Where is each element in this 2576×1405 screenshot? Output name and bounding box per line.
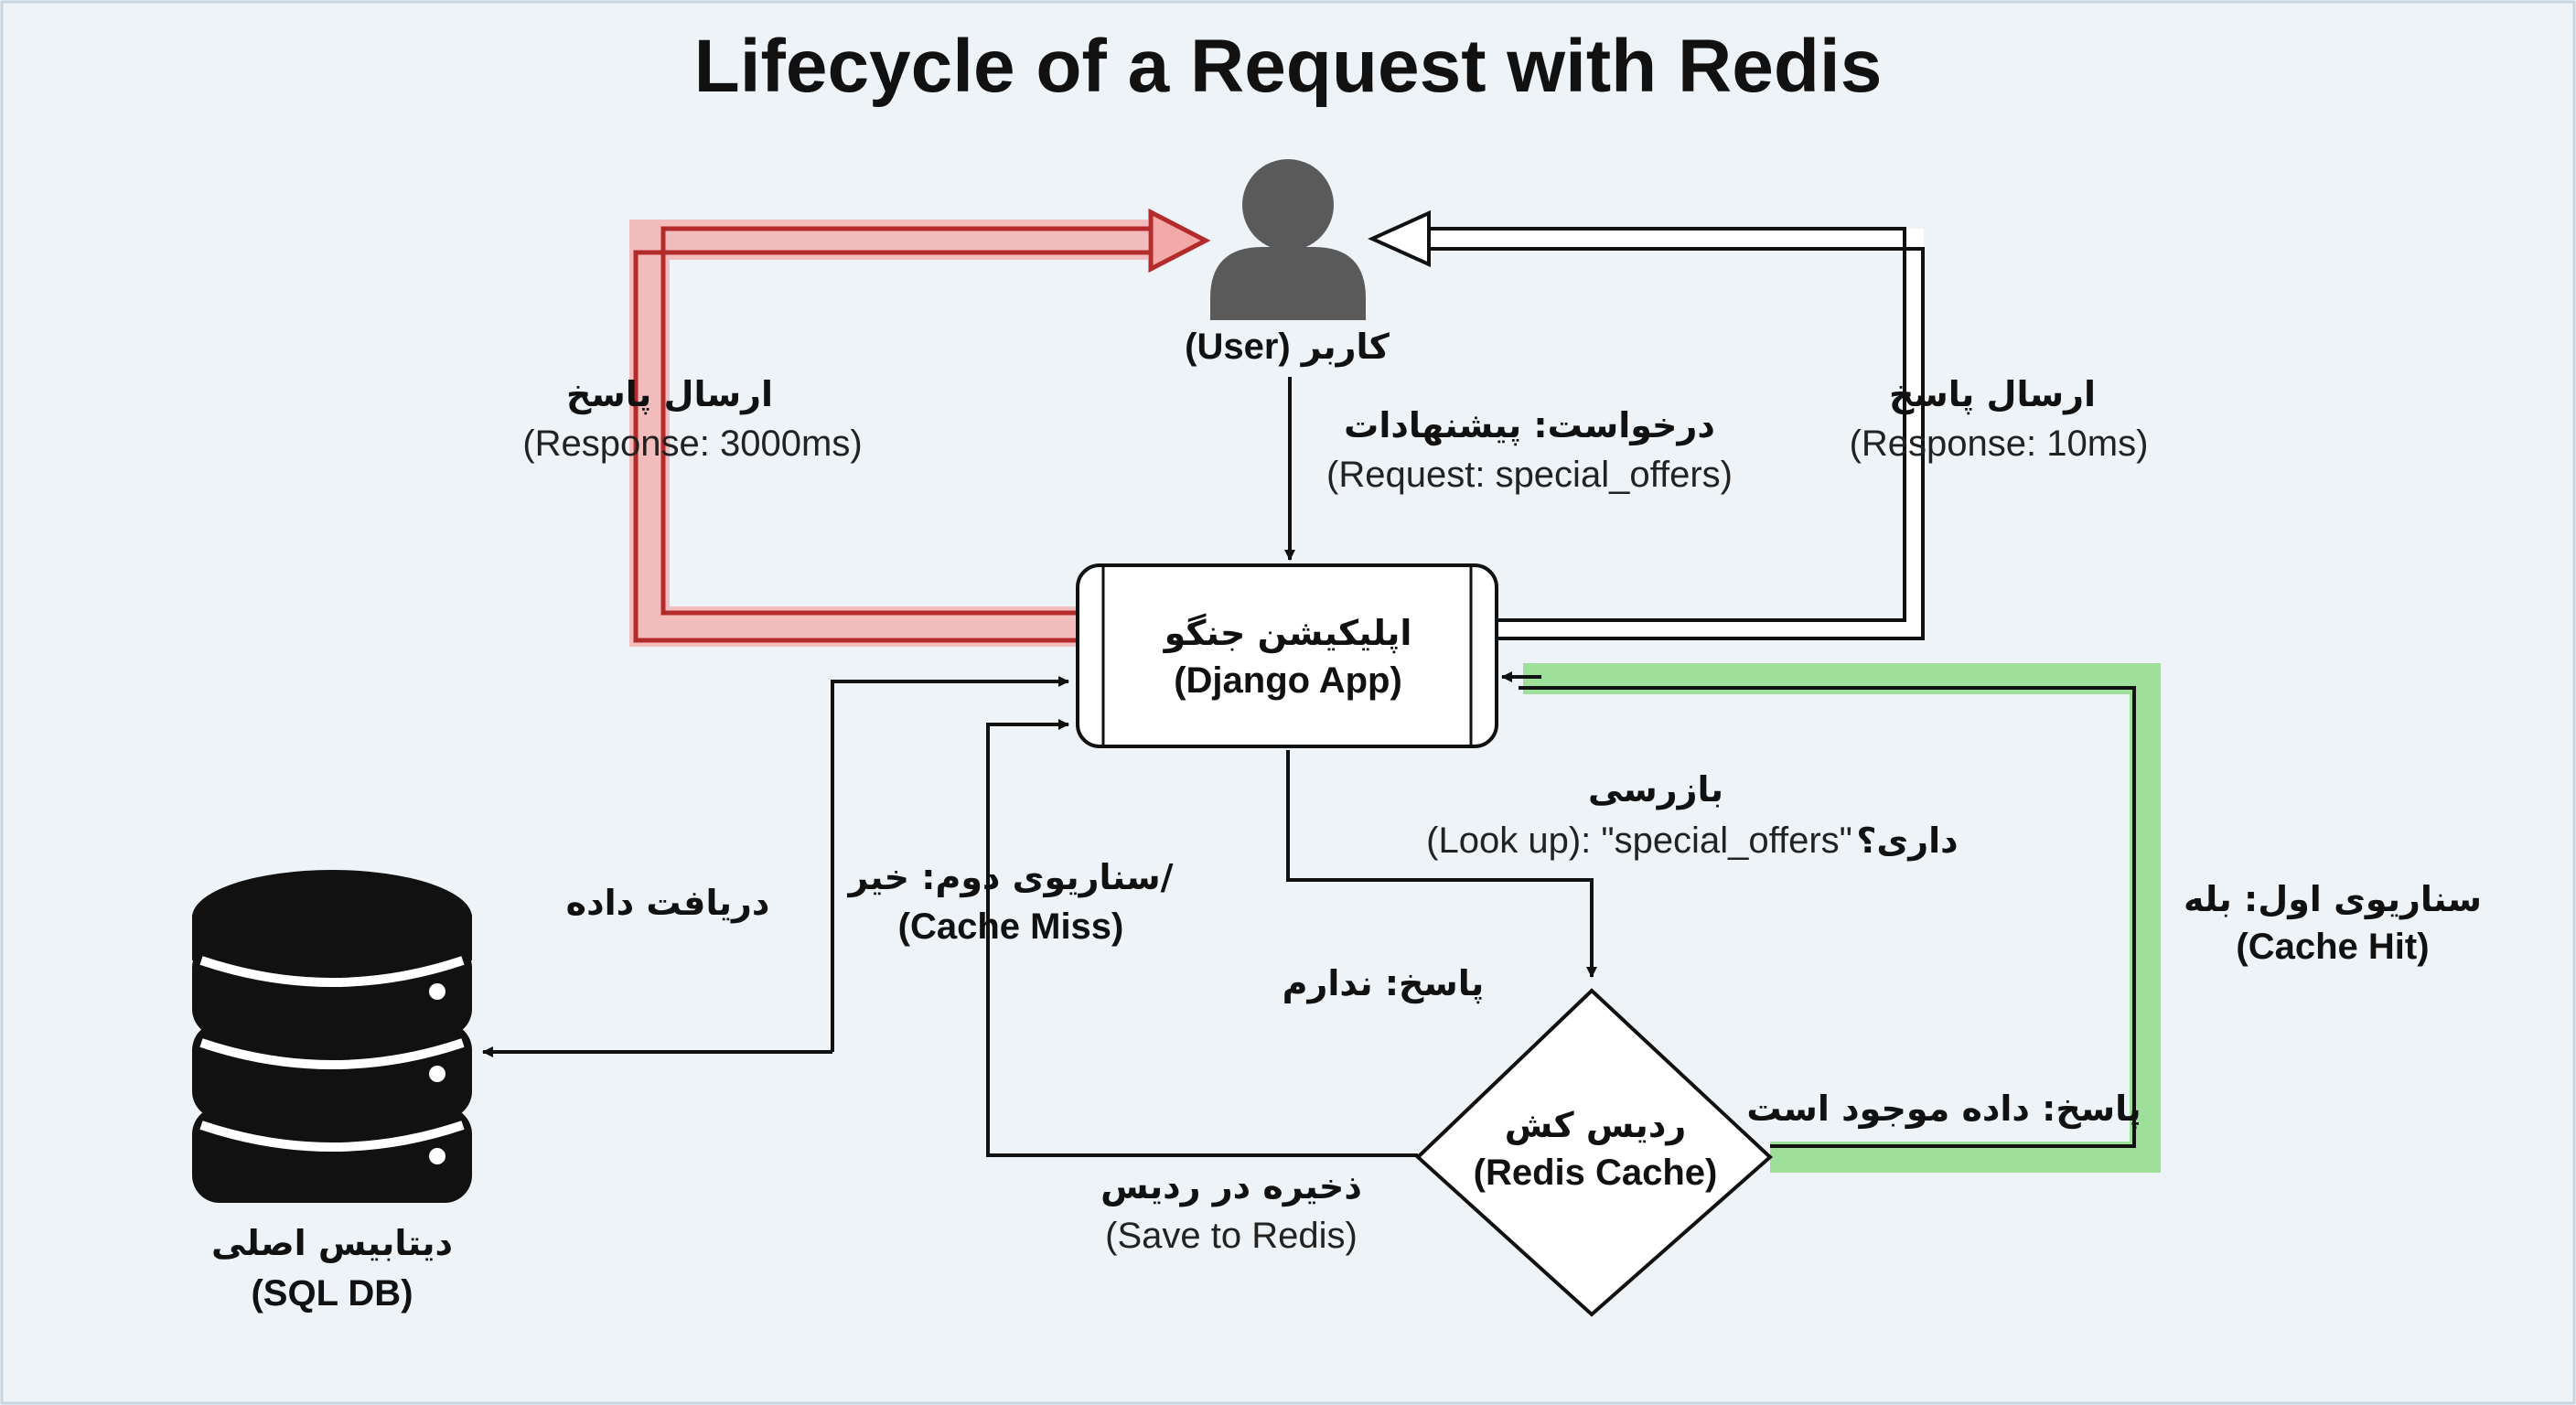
svg-text:ذخیره در ردیس: ذخیره در ردیس [1100,1166,1362,1207]
db-label-en: (SQL DB) [251,1273,413,1314]
svg-text:(Cache Miss): (Cache Miss) [898,906,1124,947]
person-icon [1210,159,1366,320]
answer-yes-label: پاسخ: داده موجود است [1746,1089,2141,1129]
django-app-node: اپلیکیشن جنگو (Django App) [1076,563,1498,748]
cache-miss-arrow [986,719,1418,1157]
svg-text:ارسال پاسخ: ارسال پاسخ [1889,374,2096,414]
db-to-django-arrow [831,676,1069,1052]
svg-text:ارسال پاسخ: ارسال پاسخ [566,374,773,414]
svg-text:(Save to Redis): (Save to Redis) [1105,1216,1358,1256]
django-label-en: (Django App) [1174,660,1402,701]
user-node: (User)کاربر [1185,159,1390,367]
svg-text:داری؟: داری؟ [1856,820,1958,861]
user-label: (User)کاربر [1185,327,1390,367]
django-label-fa: اپلیکیشن جنگو [1163,613,1412,653]
redis-label-fa: ردیس کش [1505,1105,1686,1145]
database-node: دیتابیس اصلی (SQL DB) [192,870,472,1314]
cache-hit-path [1501,663,2161,1173]
svg-text:(Response: 3000ms): (Response: 3000ms) [522,424,862,464]
response-slow-label: ارسال پاسخ (Response: 3000ms) [522,374,862,464]
svg-text:سناریوی دوم: خیر/: سناریوی دوم: خیر/ [847,857,1174,898]
svg-text:(Cache Hit): (Cache Hit) [2236,927,2429,967]
fast-response-path [1368,209,1925,640]
database-icon [192,870,472,1203]
request-label: درخواست: پیشنهادات (Request: special_off… [1326,405,1733,495]
svg-text:درخواست: پیشنهادات: درخواست: پیشنهادات [1344,405,1715,445]
svg-text:(Look up): "special_offers": (Look up): "special_offers" [1426,820,1852,861]
svg-text:سناریوی اول: بله: سناریوی اول: بله [2184,879,2482,920]
lookup-arrow [1286,750,1597,978]
svg-text:(Response: 10ms): (Response: 10ms) [1850,424,2149,464]
response-fast-label: ارسال پاسخ (Response: 10ms) [1850,374,2149,464]
db-label-fa: دیتابیس اصلی [211,1223,453,1263]
slow-response-path [629,208,1211,647]
fetch-data-label: دریافت داده [566,883,770,923]
svg-text:بازرسی: بازرسی [1588,769,1723,810]
redis-cache-node: ردیس کش (Redis Cache) [1415,988,1773,1317]
answer-no-label: پاسخ: ندارم [1283,963,1485,1004]
cache-hit-label: سناریوی اول: بله (Cache Hit) [2184,879,2482,967]
redis-label-en: (Redis Cache) [1474,1153,1718,1193]
cache-miss-label: سناریوی دوم: خیر/ (Cache Miss) [847,857,1174,947]
diagram-title: Lifecycle of a Request with Redis [694,25,1883,108]
svg-text:(Request: special_offers): (Request: special_offers) [1326,455,1733,495]
save-to-redis-label: ذخیره در ردیس (Save to Redis) [1100,1166,1362,1256]
lookup-label: بازرسی (Look up): "special_offers" داری؟ [1426,769,1958,861]
